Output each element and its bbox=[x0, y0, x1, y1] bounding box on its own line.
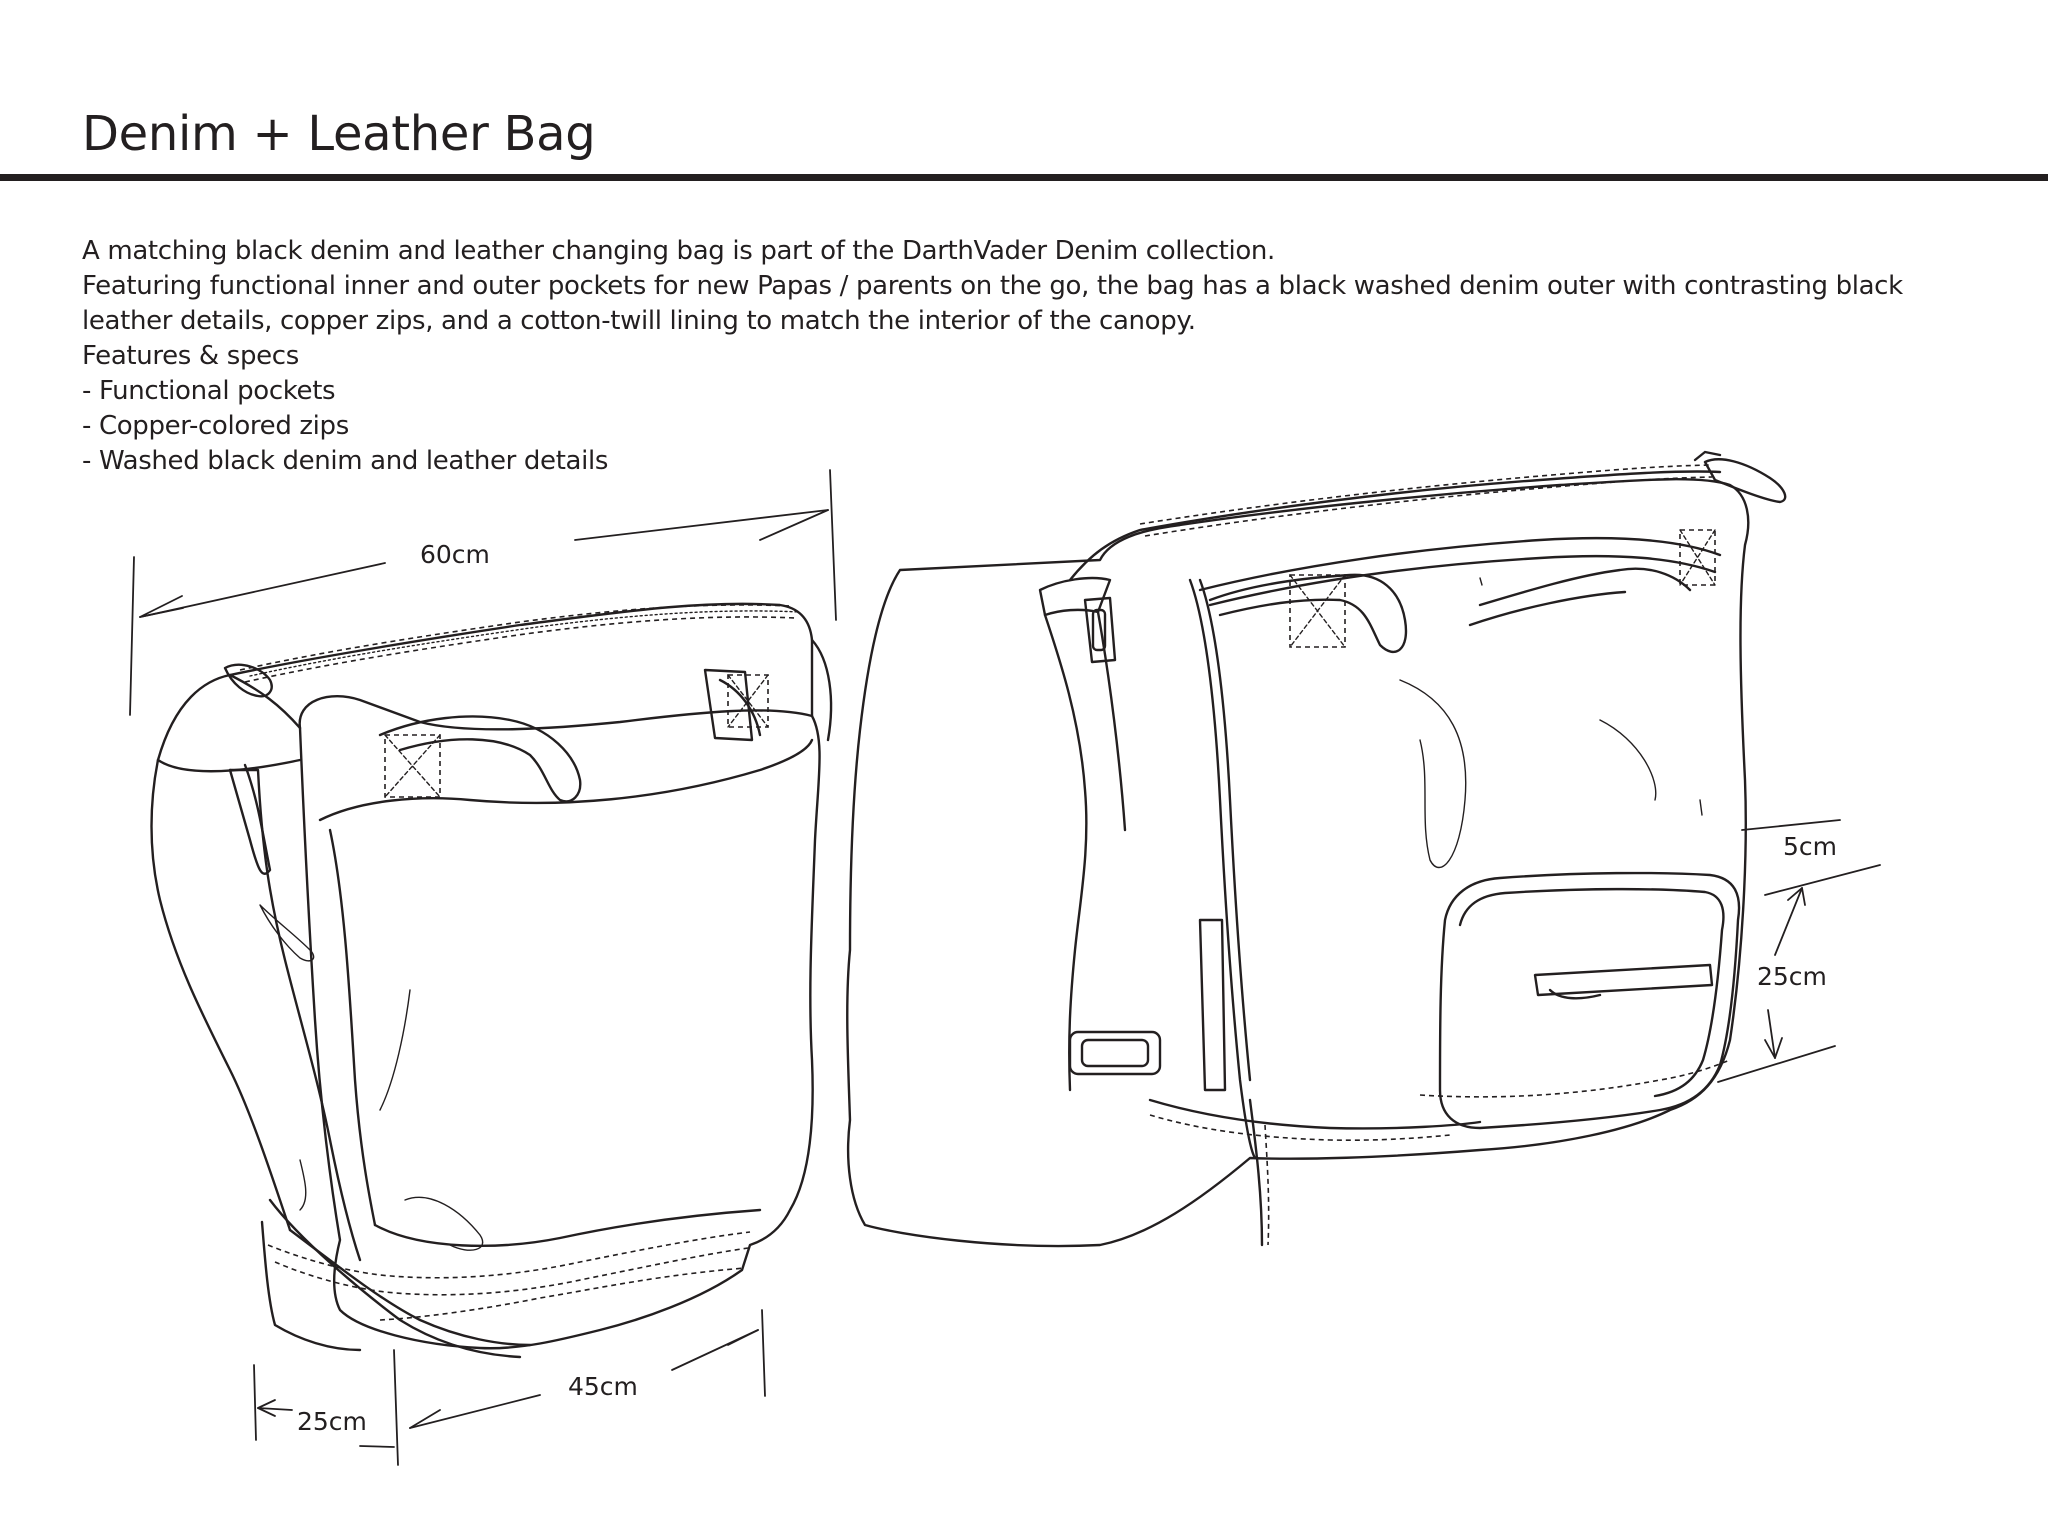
strap-buckle bbox=[1068, 1030, 1162, 1076]
dimension-label-25cm-pocket: 25cm bbox=[1757, 962, 1827, 991]
description-block: A matching black denim and leather chang… bbox=[82, 234, 1982, 479]
handle-tab-stitch bbox=[384, 734, 441, 798]
feature-item: - Functional pockets bbox=[82, 376, 336, 406]
dimension-label-45cm: 45cm bbox=[568, 1372, 638, 1401]
page-title: Denim + Leather Bag bbox=[82, 106, 596, 162]
dimension-label-60cm: 60cm bbox=[420, 540, 490, 569]
title-divider bbox=[0, 174, 2048, 181]
description-line: A matching black denim and leather chang… bbox=[82, 236, 1275, 266]
feature-item: - Copper-colored zips bbox=[82, 411, 349, 441]
dimension-25cm-pocket: 25cm bbox=[1717, 887, 1836, 1083]
handle-tab-stitch bbox=[727, 674, 769, 728]
feature-item: - Washed black denim and leather details bbox=[82, 446, 609, 476]
dimension-60cm: 60cm bbox=[129, 469, 837, 716]
strap-buckle bbox=[1083, 596, 1117, 664]
features-heading: Features & specs bbox=[82, 341, 299, 371]
bag-back-view bbox=[846, 450, 1787, 1248]
bag-front-view bbox=[150, 602, 833, 1359]
dimension-25cm-depth: 25cm bbox=[253, 1349, 399, 1466]
description-line: Featuring functional inner and outer poc… bbox=[82, 271, 1903, 301]
dimension-label-25cm-depth: 25cm bbox=[297, 1407, 367, 1436]
dimension-label-5cm: 5cm bbox=[1783, 832, 1837, 861]
handle-tab-stitch bbox=[1289, 574, 1346, 648]
dimension-5cm: 5cm bbox=[1741, 819, 1881, 896]
dimension-45cm: 45cm bbox=[409, 1309, 766, 1429]
description-line: leather details, copper zips, and a cott… bbox=[82, 306, 1196, 336]
handle-tab-stitch bbox=[1679, 529, 1716, 586]
front-pocket bbox=[1419, 871, 1741, 1130]
